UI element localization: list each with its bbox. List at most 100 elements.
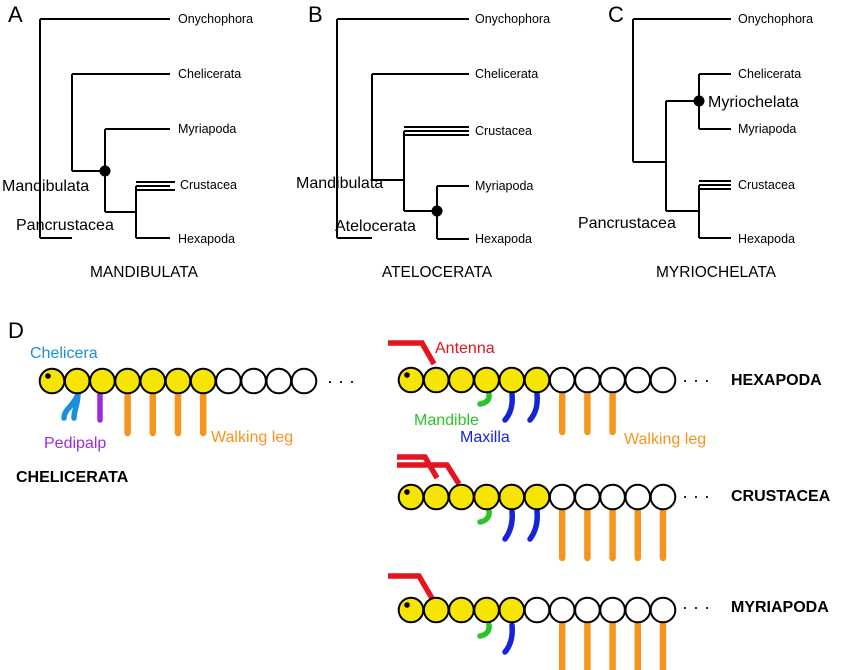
tree-a-crustacea-paraphyly-lines xyxy=(136,181,175,191)
label-walking-leg: Walking leg xyxy=(211,429,293,446)
segment-yellow xyxy=(498,483,526,511)
segment-white xyxy=(215,367,242,395)
maxilla-appendage xyxy=(502,391,515,423)
segment-white xyxy=(624,596,652,624)
hexapoda-walking-legs xyxy=(558,384,616,436)
chelicerata-body-plan: · · · Chelicera Pedipalp Walking leg CHE… xyxy=(16,345,355,486)
segment-yellow xyxy=(397,596,425,624)
segment-white xyxy=(265,367,293,395)
node-label-mandibulata: Mandibulata xyxy=(2,178,89,195)
chelicerata-walking-legs xyxy=(124,385,207,437)
taxon-chelicerata: Chelicerata xyxy=(738,67,801,81)
antenna-appendage xyxy=(388,573,436,602)
group-label-chelicerata: CHELICERATA xyxy=(16,469,129,486)
segment-yellow xyxy=(189,367,217,395)
hypothesis-mandibulata: MANDIBULATA xyxy=(90,264,199,281)
taxon-hexapoda: Hexapoda xyxy=(475,232,532,246)
taxon-crustacea: Crustacea xyxy=(475,124,532,138)
taxon-onychophora: Onychophora xyxy=(475,12,550,26)
segment-yellow xyxy=(397,366,425,394)
segment-yellow xyxy=(473,366,500,394)
node-label-mandibulata: Mandibulata xyxy=(296,175,383,192)
segment-yellow xyxy=(114,367,141,395)
segment-yellow xyxy=(139,367,167,395)
eye-dot xyxy=(45,373,51,379)
taxon-hexapoda: Hexapoda xyxy=(178,232,235,246)
segment-yellow xyxy=(422,596,450,624)
segment-yellow xyxy=(498,596,526,624)
maxilla-appendage xyxy=(502,622,515,655)
panel-c-myriochelata-tree: C Onychophora Chelicerata Myriapoda Crus… xyxy=(578,2,813,281)
mandible-appendage xyxy=(477,508,492,525)
crustacea-segments xyxy=(397,483,677,511)
mandibulata-node-marker xyxy=(99,165,111,177)
maxilla-appendage xyxy=(527,508,540,542)
eye-dot xyxy=(404,489,410,495)
segment-white xyxy=(574,596,601,624)
taxon-onychophora: Onychophora xyxy=(178,12,253,26)
tree-c-crustacea-paraphyly-lines xyxy=(699,180,731,190)
segment-yellow xyxy=(422,366,450,394)
hexapoda-body-plan: · · · HEXAPODA Antenna Mandible Maxilla … xyxy=(388,340,822,448)
myriapoda-walking-legs xyxy=(558,614,667,670)
atelocerata-node-marker xyxy=(431,205,443,217)
segment-yellow xyxy=(523,366,551,394)
taxon-crustacea: Crustacea xyxy=(180,178,237,192)
eye-dot xyxy=(404,372,410,378)
crustacea-walking-legs xyxy=(558,501,667,562)
segments-continuation-ellipsis: · · · xyxy=(682,597,710,617)
antenna-appendage xyxy=(388,340,437,366)
label-pedipalp: Pedipalp xyxy=(44,435,106,452)
taxon-chelicerata: Chelicerata xyxy=(475,67,538,81)
tree-c-branches xyxy=(632,18,731,239)
segment-white xyxy=(240,367,267,395)
label-antenna: Antenna xyxy=(435,340,495,357)
panel-b-atelocerata-tree: B Onychophora Chelicerata Crustacea Myri… xyxy=(296,2,550,281)
segment-yellow xyxy=(498,366,526,394)
group-label-crustacea: CRUSTACEA xyxy=(731,488,831,505)
segment-white xyxy=(624,366,652,394)
segment-yellow xyxy=(164,367,192,395)
segment-white xyxy=(624,483,652,511)
group-label-hexapoda: HEXAPODA xyxy=(731,372,822,389)
node-label-pancrustacea: Pancrustacea xyxy=(578,215,676,232)
label-maxilla: Maxilla xyxy=(460,429,510,446)
crustacea-body-plan: · · · CRUSTACEA xyxy=(397,454,831,562)
taxon-myriapoda: Myriapoda xyxy=(738,122,796,136)
hypothesis-myriochelata: MYRIOCHELATA xyxy=(656,264,777,281)
myriapoda-segments xyxy=(397,596,677,624)
node-label-pancrustacea: Pancrustacea xyxy=(16,217,114,234)
segment-white xyxy=(548,596,576,624)
segment-yellow xyxy=(63,367,91,395)
segment-yellow xyxy=(523,483,551,511)
node-label-myriochelata: Myriochelata xyxy=(708,94,799,111)
segment-white xyxy=(574,366,601,394)
panel-a-letter: A xyxy=(8,2,23,27)
panel-d-letter: D xyxy=(8,318,24,343)
segment-white xyxy=(290,367,318,395)
taxon-myriapoda: Myriapoda xyxy=(178,122,236,136)
segment-yellow xyxy=(89,367,116,395)
segments-continuation-ellipsis: · · · xyxy=(682,486,710,506)
segment-yellow xyxy=(422,483,450,511)
node-label-atelocerata: Atelocerata xyxy=(335,218,416,235)
segment-white xyxy=(599,366,626,394)
segment-white xyxy=(649,596,677,624)
segment-yellow xyxy=(473,483,500,511)
chelicerata-appendages xyxy=(61,391,103,423)
antenna-appendage xyxy=(397,462,462,486)
chelicera-appendage xyxy=(71,391,81,421)
segment-white xyxy=(649,366,677,394)
segment-yellow xyxy=(473,596,500,624)
taxon-chelicerata: Chelicerata xyxy=(178,67,241,81)
segment-white xyxy=(599,483,626,511)
segments-continuation-ellipsis: · · · xyxy=(682,370,710,390)
segment-yellow xyxy=(397,483,425,511)
tree-b-branches xyxy=(336,18,469,240)
label-walking-leg: Walking leg xyxy=(624,431,706,448)
segment-white xyxy=(548,483,576,511)
maxilla-appendage xyxy=(527,391,540,423)
segment-yellow xyxy=(448,366,475,394)
taxon-hexapoda: Hexapoda xyxy=(738,232,795,246)
